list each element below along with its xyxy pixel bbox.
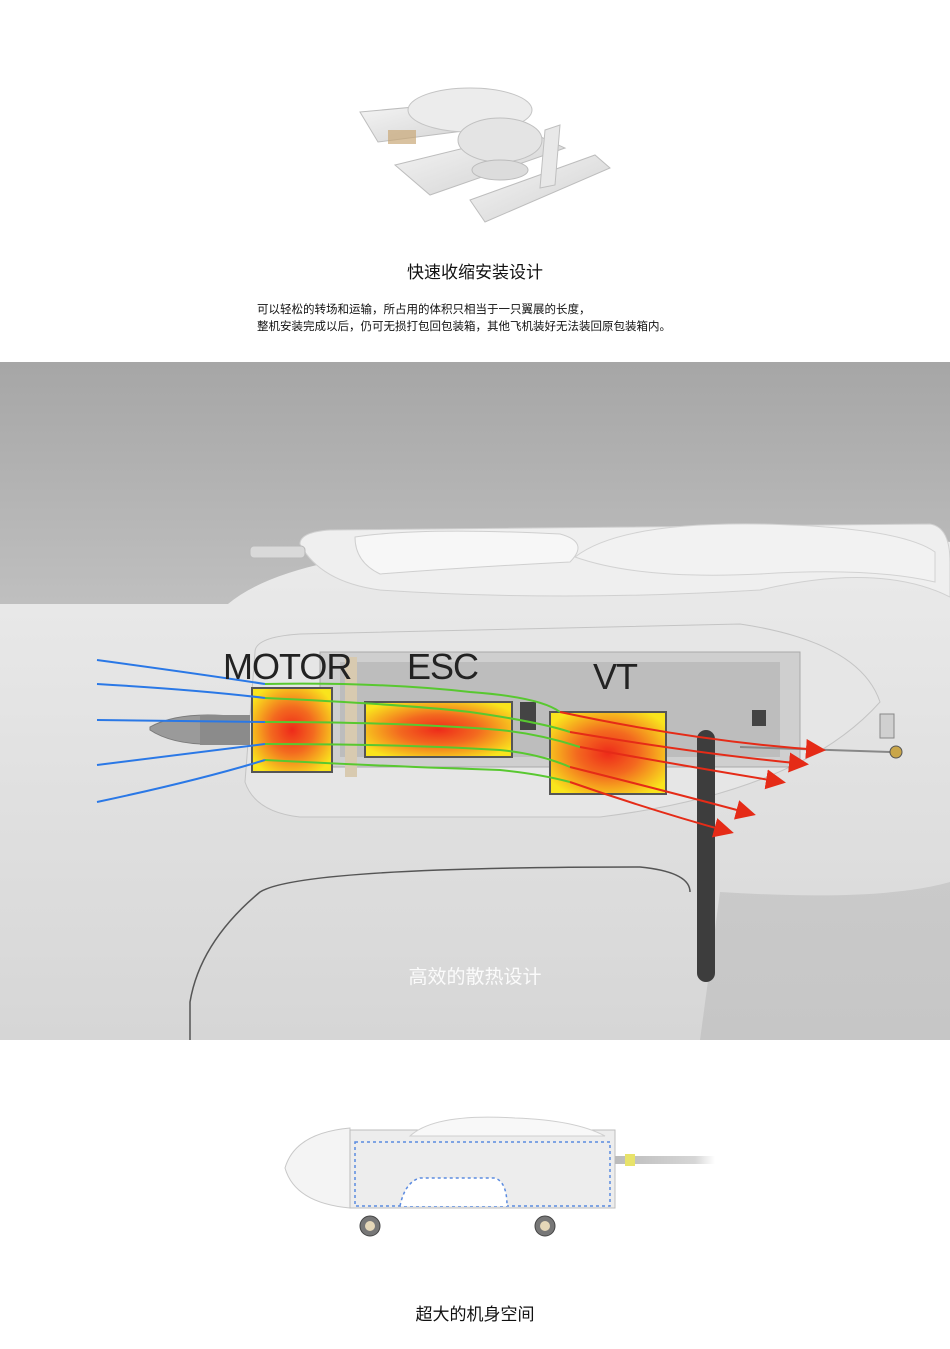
motor-block [251, 687, 333, 773]
cooling-design-title: 高效的散热设计 [408, 966, 542, 988]
folding-design-description: 可以轻松的转场和运输，所占用的体积只相当于一只翼展的长度， 整机安装完成以后，仍… [257, 301, 671, 335]
exhaust-airflow-lines [559, 711, 826, 838]
fuselage-cutaway-illustration [275, 1108, 725, 1248]
folding-design-title: 快速收缩安装设计 [407, 263, 543, 283]
internal-airflow-lines [264, 682, 581, 783]
cooling-diagram-panel: MOTOR ESC VT 高效的散热设计 [0, 362, 950, 1040]
motor-label: MOTOR [223, 646, 352, 687]
description-line: 可以轻松的转场和运输，所占用的体积只相当于一只翼展的长度， [257, 302, 591, 316]
folded-aircraft-illustration [350, 70, 620, 230]
description-line: 整机安装完成以后，仍可无损打包回包装箱，其他飞机装好无法装回原包装箱内。 [257, 319, 671, 333]
vt-label: VT [593, 656, 638, 697]
intake-airflow-lines [96, 659, 266, 803]
esc-label: ESC [407, 646, 479, 687]
fuselage-space-title: 超大的机身空间 [415, 1305, 535, 1325]
